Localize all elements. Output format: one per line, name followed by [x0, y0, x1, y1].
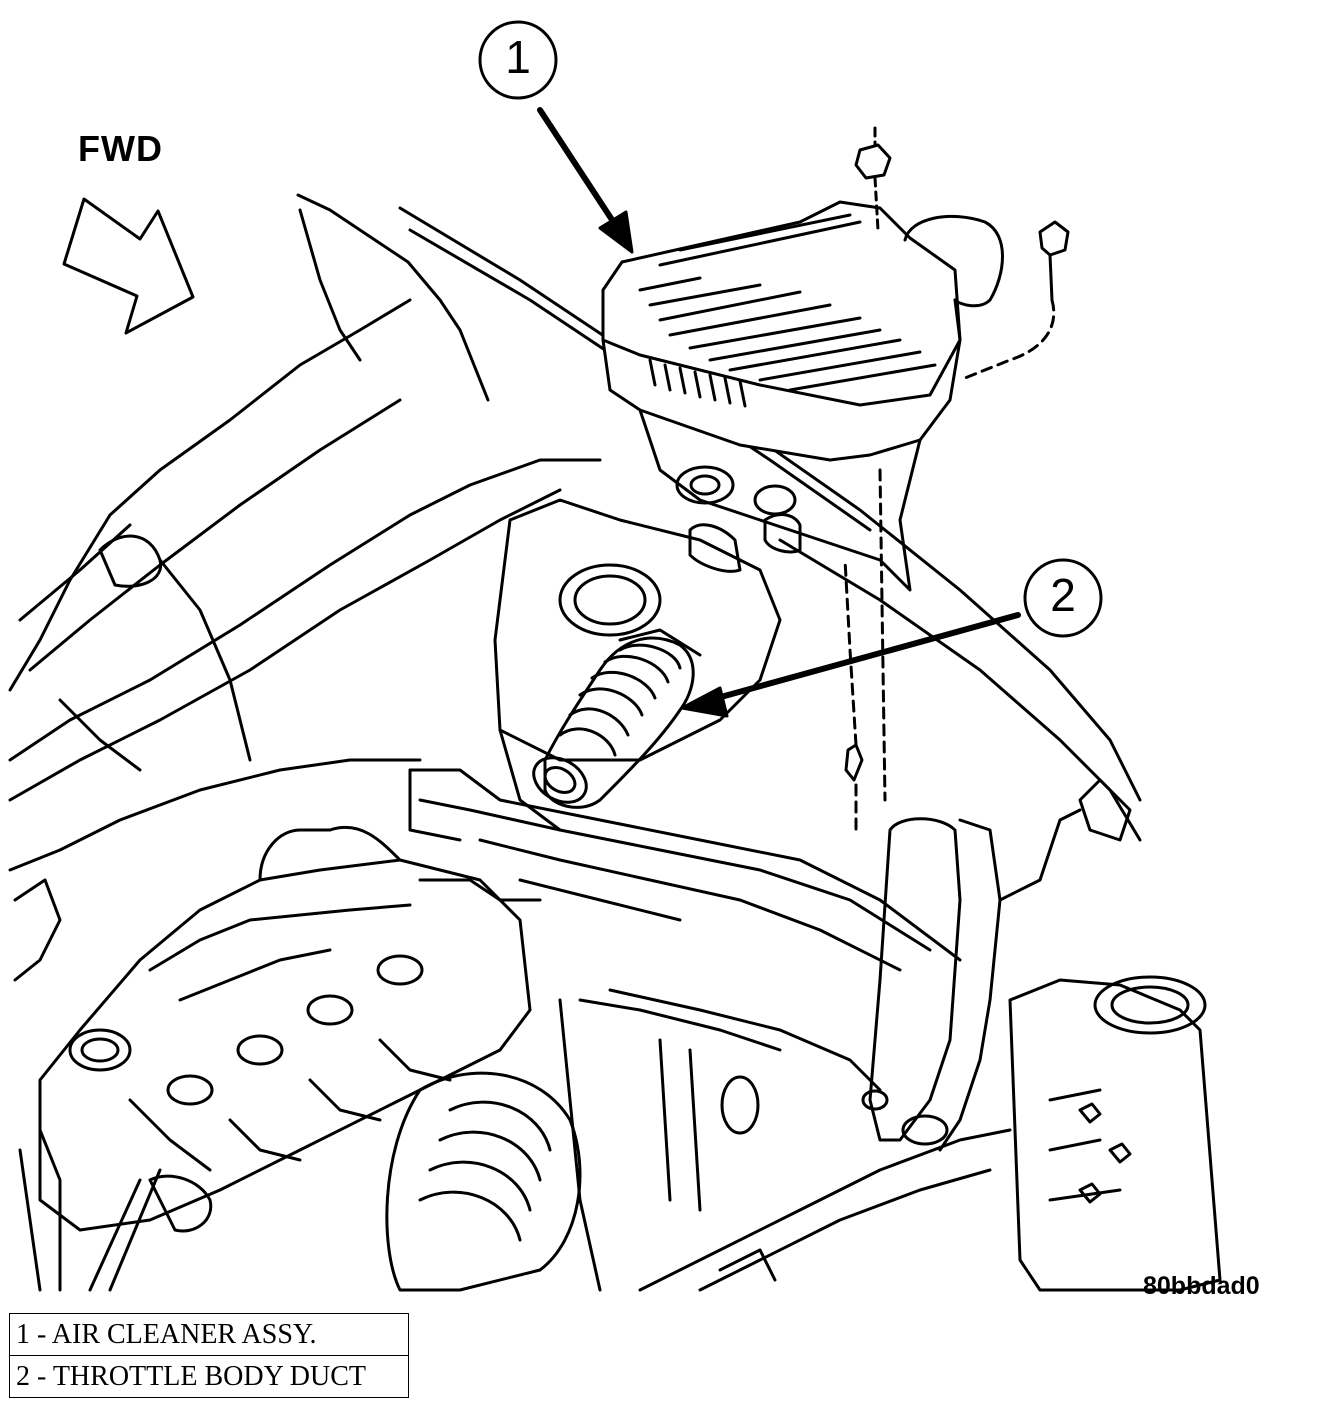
battery-tray [493, 498, 782, 832]
engine-cylinder-head [38, 825, 542, 1233]
cross-members [408, 768, 962, 1092]
right-bracket [861, 808, 1082, 1152]
callout-1-leader [537, 107, 623, 235]
callout-2-arrowhead [680, 686, 729, 718]
front-fender-structure [8, 193, 602, 982]
callout-1-number: 1 [505, 31, 531, 83]
callout-1-arrowhead [598, 210, 634, 254]
legend-table: 1 - AIR CLEANER ASSY. 2 - THROTTLE BODY … [9, 1313, 409, 1398]
callout-1-circle [478, 20, 558, 100]
legend-item-1: 1 - AIR CLEANER ASSY. [9, 1313, 409, 1356]
forward-arrow-icon [62, 197, 195, 335]
air-cleaner-assembly [601, 200, 1004, 592]
figure-code: 80bbdad0 [1143, 1272, 1260, 1300]
callout-2-leader [707, 612, 1021, 703]
coolant-reservoir [1008, 975, 1222, 1292]
throttle-body-duct [532, 628, 702, 809]
alternator [385, 998, 782, 1292]
legend-row: 1 - AIR CLEANER ASSY. [9, 1313, 409, 1356]
leader-arrows [537, 107, 1021, 703]
lower-frame [18, 1128, 1012, 1292]
callout-2-circle [1023, 558, 1103, 638]
legend-row: 2 - THROTTLE BODY DUCT [9, 1355, 409, 1398]
mounting-hardware [843, 126, 1070, 837]
legend-item-2: 2 - THROTTLE BODY DUCT [9, 1355, 409, 1398]
forward-direction-label: FWD [78, 128, 163, 169]
callout-2-number: 2 [1050, 569, 1076, 621]
